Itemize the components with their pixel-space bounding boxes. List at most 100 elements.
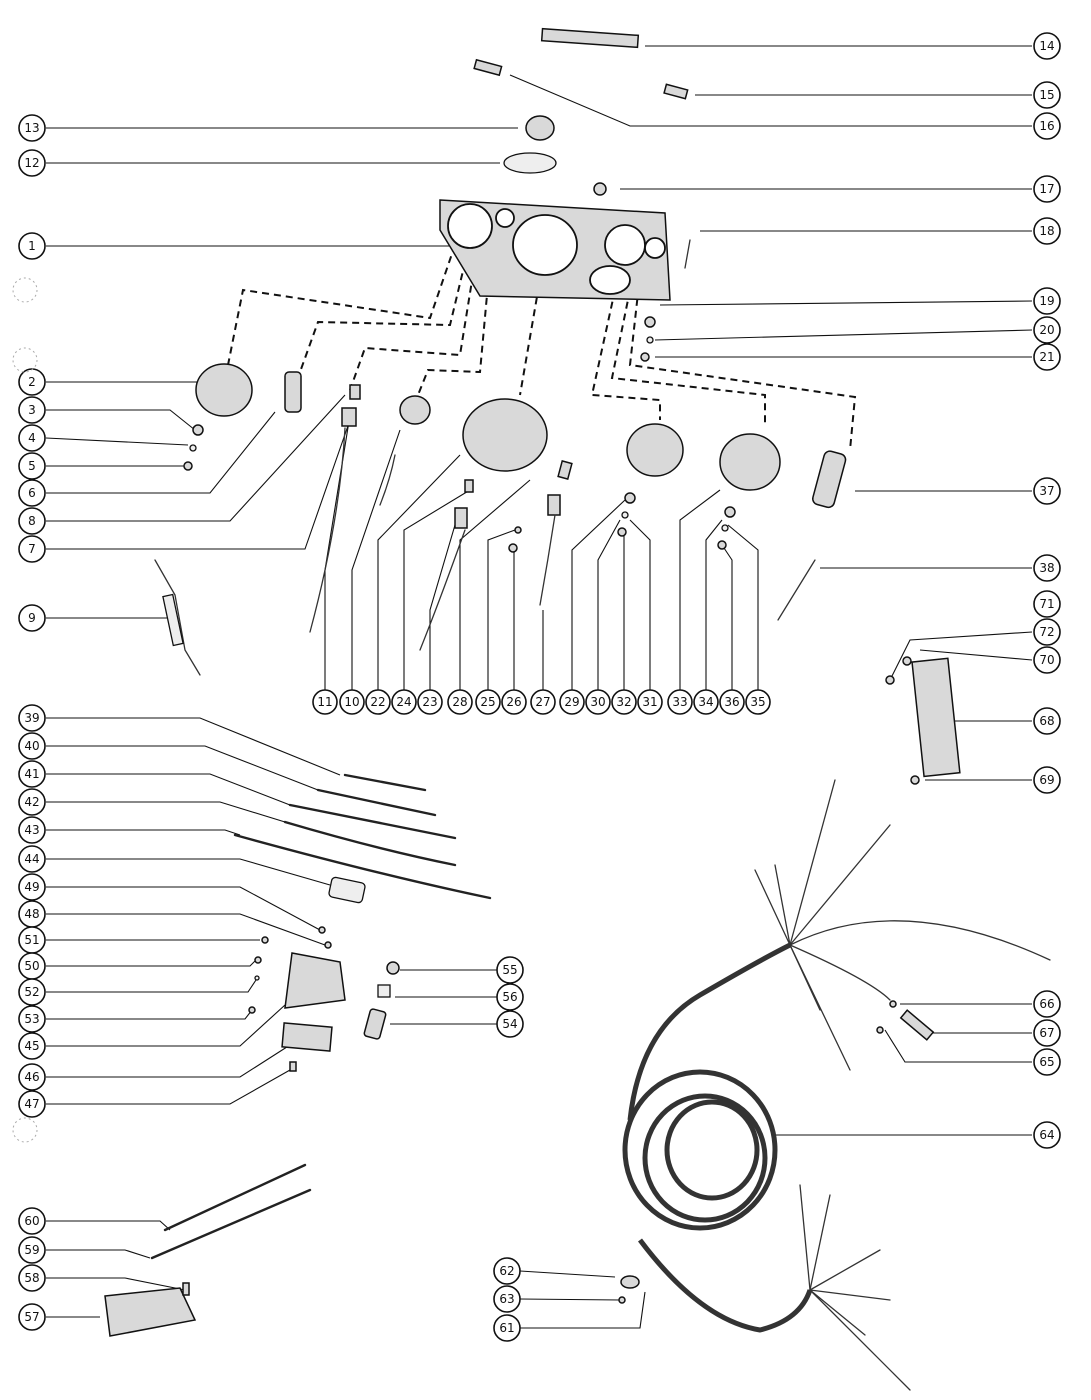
callout-8: 8	[18, 507, 46, 535]
callout-30: 30	[585, 689, 611, 715]
svg-text:63: 63	[499, 1292, 514, 1306]
svg-text:45: 45	[24, 1039, 39, 1053]
callout-56: 56	[496, 983, 524, 1011]
svg-text:50: 50	[24, 959, 39, 973]
svg-text:29: 29	[564, 695, 579, 709]
callout-1: 1	[18, 232, 46, 260]
dashed-lines	[227, 244, 857, 451]
callout-37: 37	[1033, 477, 1061, 505]
callout-17: 17	[1033, 175, 1061, 203]
svg-text:25: 25	[480, 695, 495, 709]
dashboard-panel	[439, 199, 671, 301]
svg-text:65: 65	[1039, 1055, 1054, 1069]
callout-41: 41	[18, 760, 46, 788]
callout-6: 6	[18, 479, 46, 507]
callout-9: 9	[18, 604, 46, 632]
callout-28: 28	[447, 689, 473, 715]
svg-text:53: 53	[24, 1012, 39, 1026]
svg-text:32: 32	[616, 695, 631, 709]
callout-48: 48	[18, 900, 46, 928]
callout-61: 61	[493, 1314, 521, 1342]
svg-text:57: 57	[24, 1310, 39, 1324]
svg-text:30: 30	[590, 695, 605, 709]
callout-11: 11	[312, 689, 338, 715]
callout-49: 49	[18, 873, 46, 901]
svg-text:11: 11	[317, 695, 332, 709]
svg-text:69: 69	[1039, 773, 1054, 787]
callout-18: 18	[1033, 217, 1061, 245]
svg-text:43: 43	[24, 823, 39, 837]
svg-text:54: 54	[502, 1017, 517, 1031]
svg-text:55: 55	[502, 963, 517, 977]
svg-text:27: 27	[535, 695, 550, 709]
callout-29: 29	[559, 689, 585, 715]
callout-54: 54	[496, 1010, 524, 1038]
callout-71: 71	[1033, 590, 1061, 618]
svg-text:34: 34	[698, 695, 713, 709]
callout-32: 32	[611, 689, 637, 715]
svg-text:41: 41	[24, 767, 39, 781]
wires	[150, 427, 816, 1260]
svg-text:42: 42	[24, 795, 39, 809]
svg-text:31: 31	[642, 695, 657, 709]
callout-53: 53	[18, 1005, 46, 1033]
callout-25: 25	[475, 689, 501, 715]
svg-text:8: 8	[28, 514, 36, 528]
callout-70: 70	[1033, 646, 1061, 674]
svg-text:5: 5	[28, 459, 36, 473]
callout-22: 22	[365, 689, 391, 715]
callout-62: 62	[493, 1257, 521, 1285]
svg-text:64: 64	[1039, 1128, 1054, 1142]
svg-text:20: 20	[1039, 323, 1054, 337]
callout-23: 23	[417, 689, 443, 715]
callout-46: 46	[18, 1063, 46, 1091]
callout-15: 15	[1033, 81, 1061, 109]
callout-55: 55	[496, 956, 524, 984]
svg-text:13: 13	[24, 121, 39, 135]
callout-40: 40	[18, 732, 46, 760]
callout-66: 66	[1033, 990, 1061, 1018]
callout-65: 65	[1033, 1048, 1061, 1076]
callout-3: 3	[18, 396, 46, 424]
svg-text:58: 58	[24, 1271, 39, 1285]
gauges	[183, 363, 847, 553]
callout-36: 36	[719, 689, 745, 715]
svg-text:47: 47	[24, 1097, 39, 1111]
svg-text:7: 7	[28, 542, 36, 556]
svg-text:48: 48	[24, 907, 39, 921]
callout-31: 31	[637, 689, 663, 715]
svg-text:21: 21	[1039, 350, 1054, 364]
svg-text:2: 2	[28, 375, 36, 389]
callout-59: 59	[18, 1236, 46, 1264]
svg-text:22: 22	[370, 695, 385, 709]
svg-text:37: 37	[1039, 484, 1054, 498]
svg-text:19: 19	[1039, 294, 1054, 308]
svg-text:72: 72	[1039, 625, 1054, 639]
svg-text:23: 23	[422, 695, 437, 709]
callout-52: 52	[18, 978, 46, 1006]
svg-text:28: 28	[452, 695, 467, 709]
terminal-block	[885, 656, 961, 785]
callout-67: 67	[1033, 1019, 1061, 1047]
svg-text:51: 51	[24, 933, 39, 947]
callout-39: 39	[18, 704, 46, 732]
svg-text:61: 61	[499, 1321, 514, 1335]
svg-text:71: 71	[1039, 597, 1054, 611]
callout-43: 43	[18, 816, 46, 844]
svg-text:9: 9	[28, 611, 36, 625]
callout-33: 33	[667, 689, 693, 715]
leader-lines	[45, 45, 1033, 1329]
svg-text:10: 10	[344, 695, 359, 709]
callout-38: 38	[1033, 554, 1061, 582]
svg-text:49: 49	[24, 880, 39, 894]
callout-12: 12	[18, 149, 46, 177]
callout-19: 19	[1033, 287, 1061, 315]
callout-69: 69	[1033, 766, 1061, 794]
callout-68: 68	[1033, 707, 1061, 735]
callout-45: 45	[18, 1032, 46, 1060]
callout-24: 24	[391, 689, 417, 715]
callout-58: 58	[18, 1264, 46, 1292]
callout-5: 5	[18, 452, 46, 480]
svg-text:44: 44	[24, 852, 39, 866]
